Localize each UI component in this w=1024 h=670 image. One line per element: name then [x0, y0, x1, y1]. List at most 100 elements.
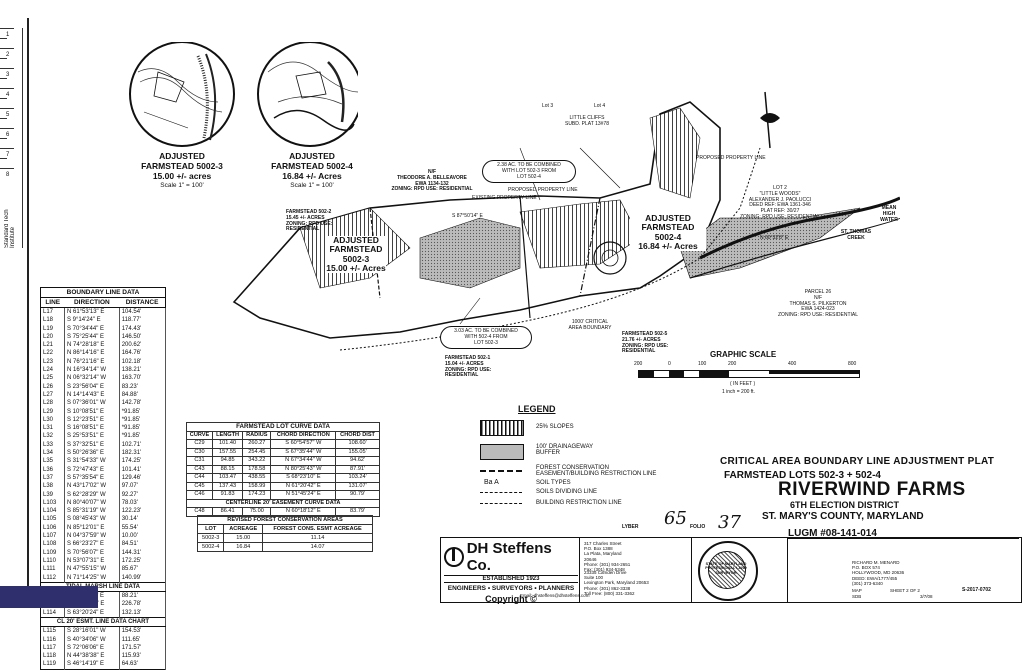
table-cell: L108 [40, 540, 65, 549]
table-cell: 87.91' [335, 464, 380, 474]
table-cell: 157.55 [212, 447, 244, 457]
table-cell: S 23°56'04" E [64, 382, 120, 391]
table-cell: L27 [40, 390, 65, 400]
table-cell: 163.70' [119, 374, 167, 383]
table-cell: S 57°35'54" E [64, 473, 120, 483]
table-cell: N 06°32'14" W [64, 374, 120, 383]
table-cell: 438.55 [242, 473, 272, 483]
county-state: ST. MARY'S COUNTY, MARYLAND [762, 511, 924, 522]
owner-info: RICHARD M. MENARD P.O. BOX 574 HOLLYWOOD… [852, 560, 905, 586]
firm-address-1: 317 Charles Street P.O. Box 1388 La Plat… [584, 541, 631, 572]
table-cell: C45 [185, 481, 214, 491]
col-header: ACREAGE [223, 524, 264, 534]
table-cell: N 61°20'42" E [270, 481, 337, 491]
table-cell: 122.23' [119, 507, 167, 516]
table-cell: 174.23 [242, 490, 272, 500]
farmstead-502-5-label: FARMSTEAD 502-5 21.76 +/- ACRES ZONING: … [622, 331, 669, 355]
table-cell: 155.05' [335, 447, 380, 457]
table-cell: S 08°45'43" W [64, 515, 120, 524]
table-cell: L105 [40, 515, 65, 524]
table-cell: N 04°37'59" W [64, 532, 120, 541]
table-cell: N 47°55'15" W [64, 565, 120, 574]
graphic-scale-ratio: 1 inch = 200 ft. [722, 389, 755, 395]
table-cell: L107 [40, 532, 65, 541]
ruler-number: 2 [6, 52, 10, 58]
table-cell: L114 [40, 608, 65, 618]
table-cell: L38 [40, 482, 65, 491]
table-cell: 104.54' [119, 307, 167, 317]
table-cell: L118 [40, 652, 65, 661]
table-cell: N 51°45'24" E [270, 490, 337, 500]
table-cell: S 9°14'24" E [64, 316, 120, 325]
table-cell: L119 [40, 660, 65, 670]
map-label: MAP [852, 588, 862, 593]
table-cell: N 80°40'07" W [64, 498, 120, 508]
forest-conservation-table: REVISED FOREST CONSERVATION AREAS LOT AC… [196, 515, 373, 552]
table-cell: 254.45 [242, 447, 272, 457]
sdb-label: SDB [852, 594, 862, 599]
left-border [27, 18, 29, 593]
copyright-label: Copyright © [485, 594, 537, 604]
scale-tick: 0 [668, 361, 671, 367]
farmstead-502-2-label: FARMSTEAD 502-2 15.45 +/- ACRES ZONING: … [286, 209, 333, 233]
legend-swatch-buffer [480, 444, 524, 460]
watermark-bar [0, 586, 98, 608]
table-cell: 103.47 [212, 473, 244, 483]
seal-text: STATE OF MARYLAND PROFESSIONAL LAND SURV… [705, 562, 747, 575]
col-header: CURVE [185, 430, 214, 440]
table-cell: N 53°07'31" E [64, 556, 120, 566]
scale-tick: 400 [788, 361, 797, 367]
table-cell: 64.63' [119, 660, 167, 670]
table-cell: 178.58 [242, 464, 272, 474]
table-cell: 158.99 [242, 481, 272, 491]
table-cell: S 66°23'27" E [64, 540, 120, 549]
table-cell: 91.83 [212, 490, 244, 500]
table-cell: L31 [40, 424, 65, 433]
table-cell: L29 [40, 407, 65, 416]
boundary-table-title: BOUNDARY LINE DATA [40, 287, 166, 298]
table-cell: 182.31' [119, 449, 167, 458]
table-cell: *91.85' [119, 424, 167, 433]
table-cell: 10.00' [119, 532, 167, 541]
table-cell: 171.57' [119, 643, 167, 653]
table-cell: S 16°08'51" E [64, 424, 120, 433]
table-cell: 142.78' [119, 399, 167, 408]
table-cell: 108.60' [335, 439, 380, 449]
table-cell: 146.50' [119, 332, 167, 342]
table-cell: S 67°35'44" W [270, 447, 337, 457]
table-cell: C30 [185, 447, 214, 457]
ruler-number: 5 [6, 112, 10, 118]
inset-circle-5002-4 [257, 42, 358, 147]
table-cell: S 25°53'51" E [64, 432, 120, 441]
table-cell: 55.54' [119, 523, 167, 533]
table-cell: L23 [40, 357, 65, 367]
table-cell: L116 [40, 635, 65, 644]
legend-swatch-slopes [480, 420, 524, 436]
table-section-header: TIDAL MARSH LINE DATA [40, 581, 166, 593]
table-cell: S 75°25'44" E [64, 332, 120, 342]
table-cell: N 14°14'43" E [64, 390, 120, 400]
handwritten-folio: 37 [718, 512, 741, 533]
slope-area [649, 107, 701, 199]
table-cell: N 67°34'44" W [270, 456, 337, 466]
existing-line-label: EXISTING PROPERTY LINE [472, 195, 537, 201]
little-cliffs-label: LITTLE CLIFFS SUBD. PLAT 13#78 [564, 115, 609, 127]
section-title: TIDAL MARSH LINE DATA [40, 581, 166, 593]
table-cell: 92.27' [119, 490, 167, 499]
parcel-26-label: PARCEL 26 N/F THOMAS S. PILKERTON EWA 14… [778, 289, 859, 318]
